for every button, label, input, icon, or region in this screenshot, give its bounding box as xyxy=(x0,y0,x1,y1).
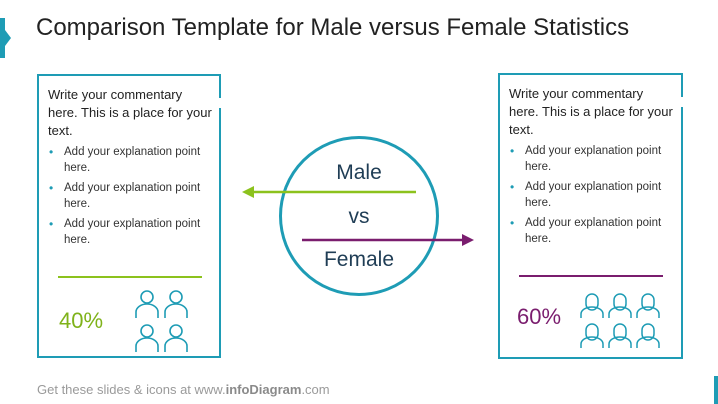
person-icon xyxy=(135,290,159,318)
female-label: Female xyxy=(323,248,395,271)
bullet-list: Add your explanation point here. Add you… xyxy=(509,143,677,251)
person-icon xyxy=(580,293,604,318)
person-icon xyxy=(636,323,660,348)
list-item: Add your explanation point here. xyxy=(48,216,216,248)
female-percent: 60% xyxy=(517,304,562,329)
list-item: Add your explanation point here. xyxy=(48,144,216,176)
female-arrow xyxy=(302,234,474,246)
person-icon xyxy=(164,324,188,352)
list-item: Add your explanation point here. xyxy=(48,180,216,212)
male-label: Male xyxy=(336,161,382,184)
right-accent-bar xyxy=(714,376,718,404)
list-item: Add your explanation point here. xyxy=(509,143,677,175)
male-percent: 40% xyxy=(59,308,104,333)
card-notch xyxy=(217,98,223,108)
footer-prefix: Get these slides & icons at www. xyxy=(37,382,226,397)
footer-credit: Get these slides & icons at www.infoDiag… xyxy=(37,382,330,397)
footer-suffix: .com xyxy=(301,382,330,397)
person-icon xyxy=(164,290,188,318)
vs-label: vs xyxy=(348,205,370,228)
card-commentary: Write your commentary here. This is a pl… xyxy=(509,86,673,137)
list-item: Add your explanation point here. xyxy=(509,179,677,211)
slide-title: Comparison Template for Male versus Fema… xyxy=(36,14,630,41)
divider-line xyxy=(519,275,663,277)
person-icon xyxy=(608,293,632,318)
people-icon-group xyxy=(135,290,188,352)
left-accent-bar xyxy=(0,18,11,58)
comparison-arrows xyxy=(242,186,474,246)
comparison-circle xyxy=(279,136,439,296)
person-icon xyxy=(135,324,159,352)
person-icon xyxy=(636,293,660,318)
person-icon xyxy=(580,323,604,348)
male-stat-card: Write your commentary here. This is a pl… xyxy=(37,74,223,358)
card-commentary: Write your commentary here. This is a pl… xyxy=(48,87,212,138)
people-icon-group xyxy=(580,293,660,348)
footer-brand[interactable]: infoDiagram xyxy=(225,382,302,397)
bullet-list: Add your explanation point here. Add you… xyxy=(48,144,216,252)
divider-line xyxy=(58,276,202,278)
card-notch xyxy=(679,97,685,107)
male-arrow xyxy=(242,186,416,198)
female-stat-card: Write your commentary here. This is a pl… xyxy=(498,73,685,359)
person-icon xyxy=(608,323,632,348)
list-item: Add your explanation point here. xyxy=(509,215,677,247)
